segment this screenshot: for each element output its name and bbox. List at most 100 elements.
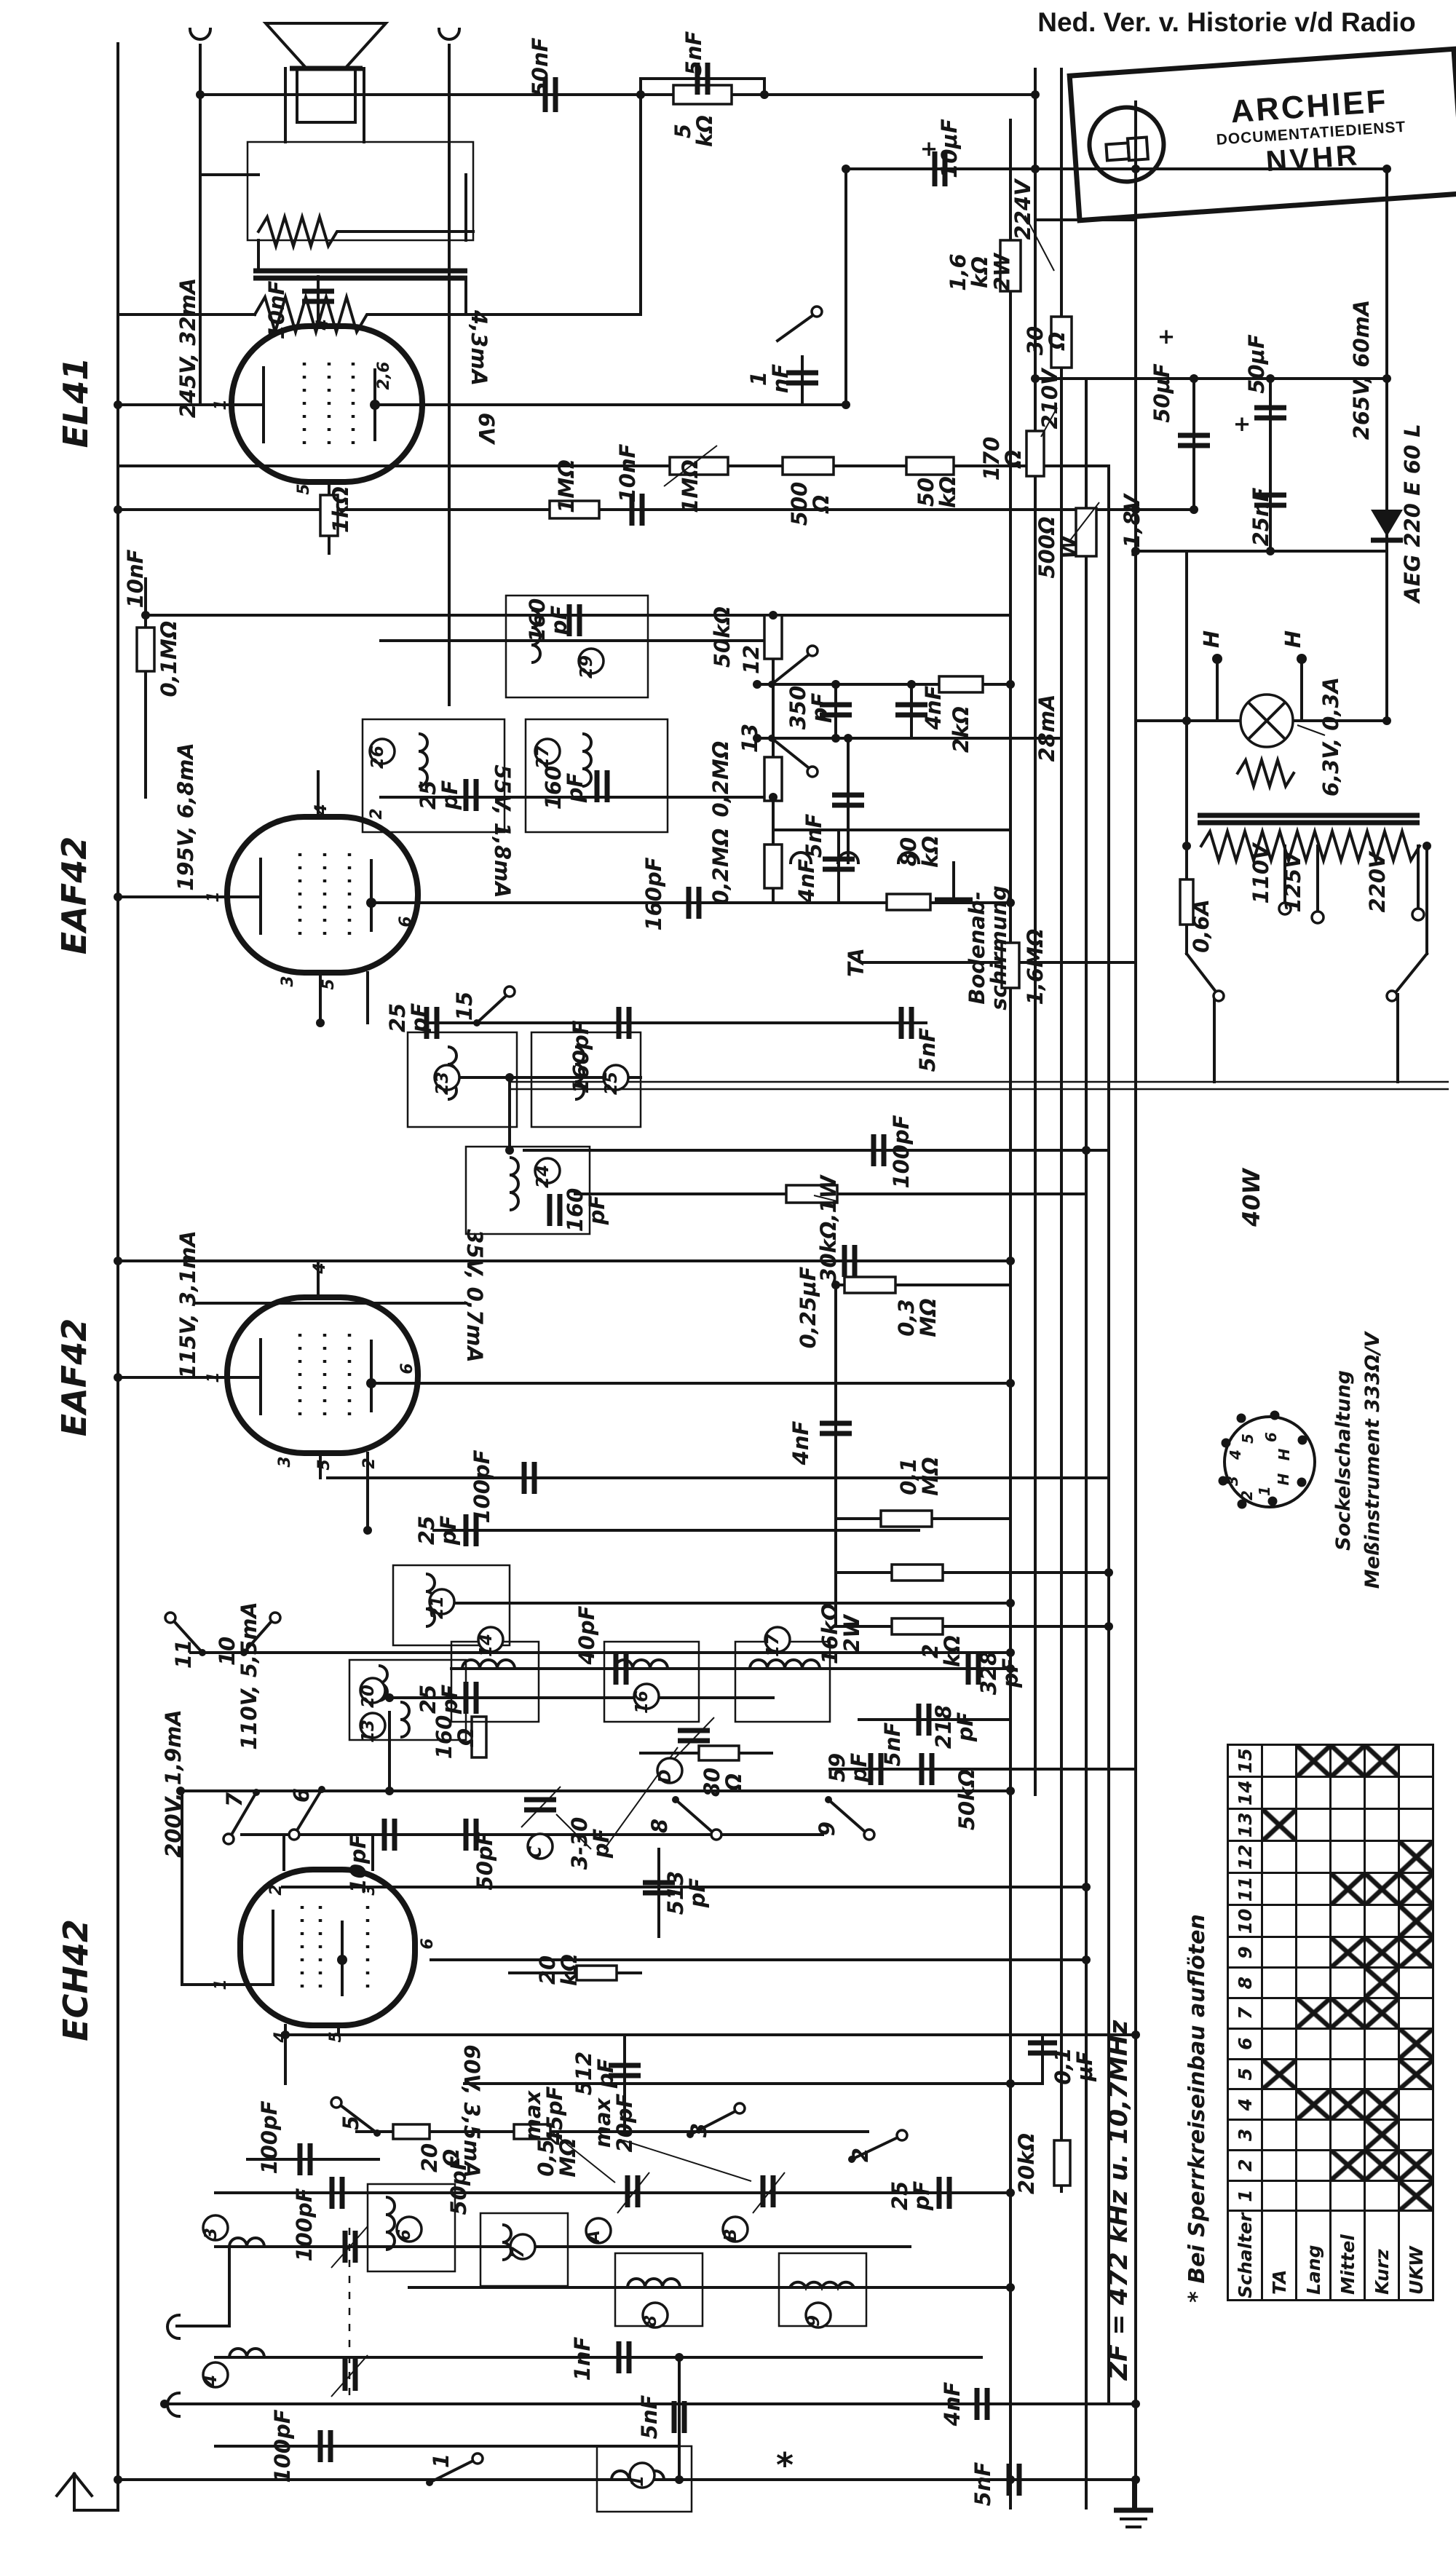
ref-circle [585, 2217, 612, 2244]
table-cell [1330, 1905, 1365, 1937]
component-label: ZF = 472 kHz u. 10,7MHz [1104, 2020, 1133, 2381]
table-cell [1262, 1776, 1297, 1809]
component-label: 5nF [802, 813, 826, 858]
table-x-mark [1398, 2150, 1433, 2181]
table-cell [1262, 2150, 1297, 2181]
table-cell [1262, 2089, 1297, 2120]
table-x-mark [1330, 1744, 1365, 1777]
component-label: 11 [171, 1640, 196, 1669]
component-label: 4,3mA [467, 309, 491, 386]
resistors [135, 84, 1195, 2187]
table-col-header: 5 [1227, 2059, 1262, 2089]
table-x-mark [1296, 2089, 1331, 2120]
component-label: 50kΩ [914, 476, 960, 508]
component-label: 50nF [528, 37, 553, 96]
component-label: 4 [272, 2031, 290, 2043]
ref-number: 4 [202, 2375, 221, 2387]
component-label: 0,2MΩ [708, 828, 733, 905]
component-label: 110V, 5,5mA [237, 1602, 261, 1750]
table-cell [1262, 2119, 1297, 2151]
table-x-mark [1262, 1808, 1297, 1841]
mains-transformer-symbol [1198, 812, 1425, 925]
component-label: 3 [276, 1456, 294, 1467]
component-label: 30Ω [1023, 326, 1069, 355]
table-col-header: 8 [1227, 1967, 1262, 1998]
table-col-header: 4 [1227, 2089, 1262, 2120]
component-label: 25pF [887, 2181, 934, 2212]
table-cell [1330, 1840, 1365, 1873]
component-label: 1nF [746, 364, 793, 394]
table-col-header: 13 [1227, 1808, 1262, 1841]
table-cell [1262, 1998, 1297, 2029]
table-cell [1296, 1872, 1331, 1905]
table-cell [1330, 1808, 1365, 1841]
component-label: 125V [1281, 850, 1305, 913]
table-cell [1330, 1776, 1365, 1809]
ref-circle [656, 1757, 684, 1784]
component-label: 9 [815, 1822, 839, 1836]
table-x-mark [1398, 2028, 1433, 2060]
table-cell [1364, 1808, 1399, 1841]
component-label: TA [844, 948, 869, 977]
component-label: 55V, 1,8mA [490, 764, 515, 898]
table-cell [1262, 1840, 1297, 1873]
component-label: 2 [267, 1884, 285, 1895]
socket-pin-label: 1 [1256, 1486, 1273, 1496]
table-cell [1364, 1776, 1399, 1809]
table-cell [1330, 1967, 1365, 1998]
component-label: 30kΩ,1W [816, 1174, 841, 1282]
tube-EAF42-2-symbol [224, 1294, 421, 1456]
component-label: 5 [320, 978, 338, 989]
component-label: 0,2MΩ [708, 741, 733, 818]
component-label: 16kΩ2W [818, 1603, 864, 1664]
component-label: 160Ω [432, 1715, 478, 1760]
table-cell [1330, 2059, 1365, 2089]
component-label: 1 [429, 2453, 454, 2468]
table-x-mark [1364, 1937, 1399, 1968]
ref-number: 23 [433, 1072, 452, 1095]
table-x-mark [1364, 1872, 1399, 1905]
table-cell [1296, 1840, 1331, 1873]
table-cell [1330, 2180, 1365, 2211]
table-cell [1296, 1937, 1331, 1968]
component-label: H [1199, 630, 1224, 648]
ref-circle [764, 1626, 791, 1653]
table-cell [1364, 1840, 1399, 1873]
tube-label: EAF42 [55, 836, 94, 954]
ref-number: 21 [428, 1596, 447, 1619]
table-col-header: 9 [1227, 1937, 1262, 1968]
component-label: 350pF [786, 686, 832, 730]
component-label: 2,6 [375, 362, 393, 390]
socket-pin-label: 5 [1239, 1433, 1257, 1444]
component-label: 4 [311, 1262, 329, 1274]
ref-number: A [585, 2230, 604, 2244]
component-label: 218pF [931, 1705, 978, 1749]
table-cell [1296, 2119, 1331, 2151]
component-label: 50pF [446, 2156, 471, 2215]
ref-circle [804, 2301, 832, 2329]
table-x-mark [1398, 1840, 1433, 1873]
socket-pin-label: 6 [1262, 1432, 1280, 1442]
table-cell [1398, 1744, 1433, 1777]
component-label: 4nF [794, 858, 819, 903]
component-label: 5 [339, 2116, 363, 2130]
component-label: 0,5MΩ [534, 2138, 580, 2178]
table-cell [1364, 2028, 1399, 2060]
component-label: 513pF [663, 1871, 710, 1915]
socket-pin-dot [1218, 1476, 1228, 1486]
table-corner-header: Schalter [1227, 2210, 1262, 2301]
table-row-label: Mittel [1330, 2210, 1365, 2301]
component-label: 1nF [570, 2336, 595, 2381]
table-cell [1398, 2119, 1433, 2151]
component-label: 195V, 6,8mA [173, 743, 198, 891]
component-label: 100pF [270, 2409, 295, 2483]
component-label: Bodenab-schirmung [965, 885, 1011, 1010]
table-cell [1296, 1776, 1331, 1809]
ref-circle [628, 2461, 656, 2489]
component-label: 20kΩ [1014, 2133, 1039, 2194]
table-col-header: 2 [1227, 2150, 1262, 2181]
ta-jacks-icon [788, 851, 973, 903]
table-col-header: 7 [1227, 1998, 1262, 2029]
